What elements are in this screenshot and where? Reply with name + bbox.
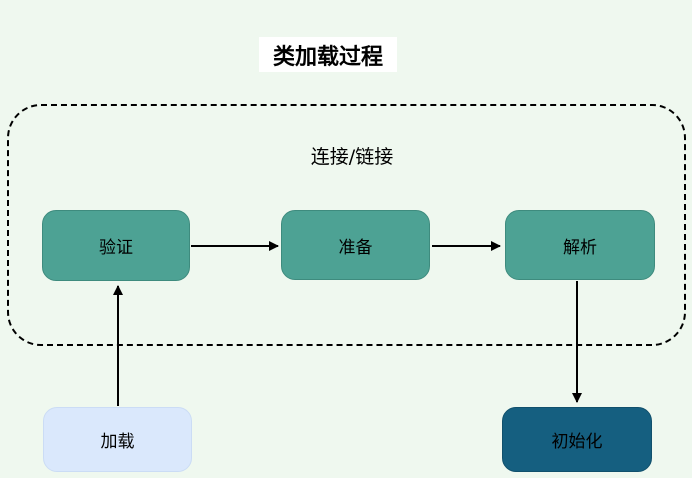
node-load: 加载 [43, 407, 192, 472]
node-prepare: 准备 [281, 210, 430, 280]
linking-group-container [7, 104, 686, 346]
node-load-label: 加载 [100, 432, 135, 452]
node-init-label: 初始化 [551, 432, 603, 452]
node-init: 初始化 [502, 407, 652, 472]
node-resolve: 解析 [505, 210, 655, 280]
diagram-title: 类加载过程 [259, 37, 397, 72]
node-verify-label: 验证 [99, 238, 133, 258]
node-resolve-label: 解析 [563, 237, 597, 258]
node-prepare-label: 准备 [338, 237, 373, 258]
node-verify: 验证 [42, 210, 190, 281]
linking-group-label: 连接/链接 [310, 146, 394, 168]
